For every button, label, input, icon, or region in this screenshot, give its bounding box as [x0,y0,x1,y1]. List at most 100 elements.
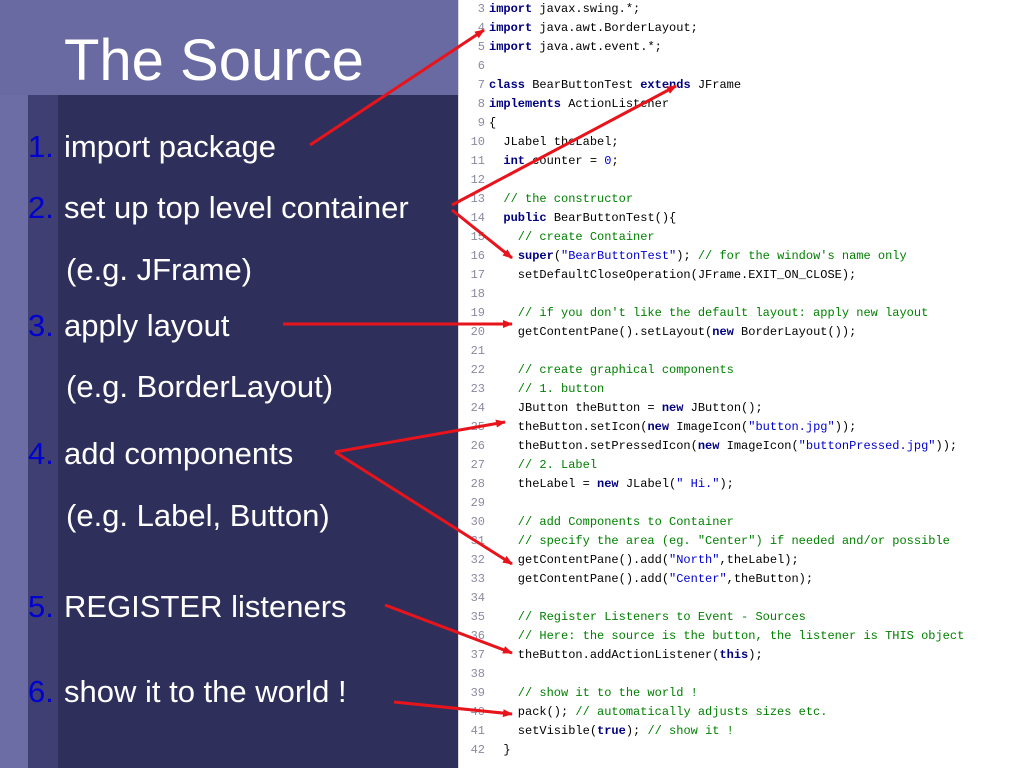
code-token: )); [834,420,857,434]
line-number: 33 [470,572,485,586]
code-token: // 2. Label [489,458,598,472]
code-token: JLabel( [618,477,677,491]
code-line: 10 JLabel theLabel; [459,133,1024,152]
code-token: "buttonPressed.jpg" [798,439,936,453]
code-line: 42 } [459,741,1024,760]
code-line: 35 // Register Listeners to Event - Sour… [459,608,1024,627]
code-token: // show it ! [647,724,734,738]
bullet-1: 1. import package [28,127,276,167]
code-token: // add Components to Container [489,515,734,529]
line-number: 12 [470,173,485,187]
bullet-2-example: (e.g. JFrame) [66,252,253,287]
line-number: 11 [470,154,485,168]
code-token: public [503,211,547,225]
code-line: 37 theButton.addActionListener(this); [459,646,1024,665]
line-number: 41 [470,724,485,738]
bullet-text: show it to the world ! [64,674,347,709]
line-number: 10 [470,135,485,149]
bullet-4: 4.add components [28,434,293,474]
slide-left-band [0,0,28,768]
code-token: new [647,420,670,434]
line-number: 27 [470,458,485,472]
bullet-text: import package [64,129,276,164]
slide-inner-stripe [28,95,58,768]
code-token: ); [748,648,763,662]
code-token: ActionListener [561,97,670,111]
code-line: 41 setVisible(true); // show it ! [459,722,1024,741]
code-token: theButton.addActionListener( [489,648,720,662]
code-token: getContentPane().add( [489,572,670,586]
code-line: 15 // create Container [459,228,1024,247]
line-number: 24 [470,401,485,415]
code-token: JLabel theLabel; [489,135,619,149]
bullet-number: 1. [28,129,54,164]
line-number: 42 [470,743,485,757]
code-line: 17 setDefaultCloseOperation(JFrame.EXIT_… [459,266,1024,285]
code-line: 23 // 1. button [459,380,1024,399]
code-token: true [597,724,626,738]
bullet-text: add components [64,436,294,471]
code-line: 28 theLabel = new JLabel(" Hi."); [459,475,1024,494]
line-number: 8 [477,97,485,111]
code-token: theButton.setPressedIcon( [489,439,698,453]
code-line: 34 [459,589,1024,608]
line-number: 13 [470,192,485,206]
code-line: 18 [459,285,1024,304]
code-token [489,249,518,263]
bullet-text: REGISTER listeners [64,589,347,624]
code-token: setVisible( [489,724,598,738]
code-token: javax.swing.*; [532,2,641,16]
code-line: 27 // 2. Label [459,456,1024,475]
code-token: // Register Listeners to Event - Sources [489,610,806,624]
code-line: 31 // specify the area (eg. "Center") if… [459,532,1024,551]
code-token: BearButtonTest(){ [546,211,677,225]
code-token: theLabel = [489,477,598,491]
code-line: 40 pack(); // automatically adjusts size… [459,703,1024,722]
line-number: 37 [470,648,485,662]
code-line: 36 // Here: the source is the button, th… [459,627,1024,646]
bullet-number: 2. [28,190,54,225]
code-token: setDefaultCloseOperation(JFrame.EXIT_ON_… [489,268,857,282]
code-line: 38 [459,665,1024,684]
code-token: } [489,743,511,757]
code-token: new [697,439,720,453]
code-token: java.awt.BorderLayout; [532,21,698,35]
code-token: theButton.setIcon( [489,420,648,434]
line-number: 38 [470,667,485,681]
code-token: "BearButtonTest" [561,249,677,263]
code-token: BorderLayout()); [733,325,857,339]
code-token: JFrame [690,78,742,92]
code-token: JButton(); [683,401,763,415]
code-token: ); [625,724,648,738]
code-token: ,theButton); [726,572,814,586]
line-number: 40 [470,705,485,719]
bullet-number: 3. [28,308,54,343]
code-token: ,theLabel); [719,553,799,567]
bullet-2: 2. set up top level container [28,188,409,228]
code-token: import [489,40,533,54]
line-number: 14 [470,211,485,225]
line-number: 25 [470,420,485,434]
code-line: 33 getContentPane().add("Center",theButt… [459,570,1024,589]
line-number: 5 [477,40,485,54]
code-line: 9{ [459,114,1024,133]
code-token: JButton theButton = [489,401,662,415]
bullet-text: apply layout [64,308,230,343]
code-token: super [517,249,554,263]
code-token: pack(); [489,705,576,719]
code-token: // Here: the source is the button, the l… [489,629,965,643]
bullet-text: set up top level container [64,190,409,225]
code-line: 20 getContentPane().setLayout(new Border… [459,323,1024,342]
code-token: ); [719,477,734,491]
bullet-5: 5.REGISTER listeners [28,587,347,627]
bullet-3: 3. apply layout [28,306,229,346]
code-line: 32 getContentPane().add("North",theLabel… [459,551,1024,570]
code-token [489,211,503,225]
line-number: 23 [470,382,485,396]
code-token [489,154,503,168]
line-number: 6 [477,59,485,73]
line-number: 34 [470,591,485,605]
line-number: 16 [470,249,485,263]
